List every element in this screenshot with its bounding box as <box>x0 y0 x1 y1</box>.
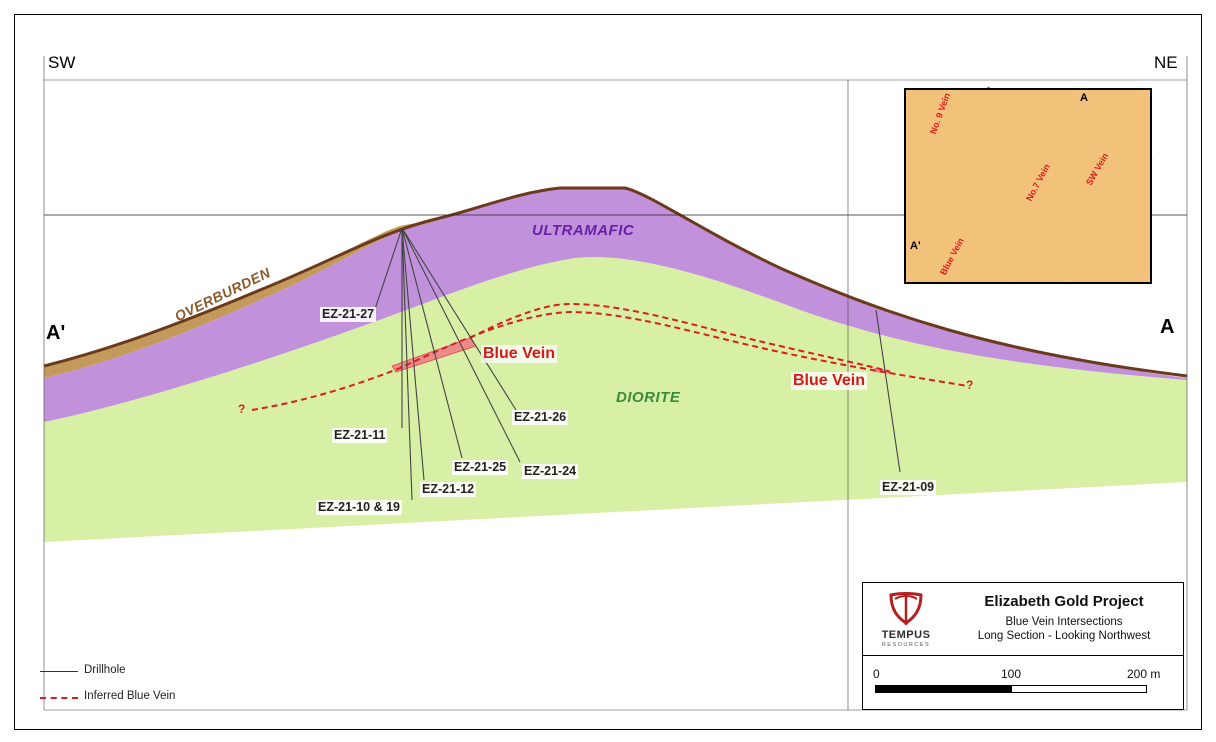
pickaxe-icon <box>889 592 923 625</box>
orientation-ne: NE <box>1154 53 1178 72</box>
map-frame <box>14 14 1202 730</box>
scale-label-min: 0 <box>873 667 880 681</box>
drillholes <box>371 227 901 501</box>
logo-wordmark: TEMPUS <box>881 629 931 641</box>
inset-label-no9-vein: No. 9 Vein <box>928 91 953 136</box>
drillhole-label: EZ-21-24 <box>522 464 579 479</box>
inset-label-blue-vein: Blue Vein <box>938 236 966 277</box>
inset-location-map: No. 9 Vein No.7 Vein SW Vein Blue Vein A… <box>904 88 1152 284</box>
blue-vein-label: Blue Vein <box>481 345 558 363</box>
drillhole-trace <box>401 227 425 481</box>
inset-label-a-prime: A' <box>910 240 921 252</box>
scale-label-max: 200 m <box>1127 667 1161 681</box>
drillhole-trace <box>371 227 403 319</box>
inset-label-no7-vein: No.7 Vein <box>1024 162 1052 203</box>
section-end-a: A <box>1160 316 1175 338</box>
drillhole-trace <box>401 227 413 501</box>
project-subtitle: Blue Vein Intersections Long Section - L… <box>949 615 1179 643</box>
drillhole-trace <box>875 309 901 473</box>
scale-label-mid: 100 <box>1001 667 1022 681</box>
drillhole-label: EZ-21-11 <box>332 428 388 443</box>
section-end-a-prime: A' <box>46 322 66 344</box>
drillhole-label: EZ-21-27 <box>320 307 377 322</box>
project-title: Elizabeth Gold Project <box>984 593 1144 610</box>
title-block: TEMPUS RESOURCES Elizabeth Gold Project … <box>862 582 1184 710</box>
inset-label-sw-vein: SW Vein <box>1084 151 1111 187</box>
inferred-blue-vein <box>251 310 969 411</box>
drillhole-label: EZ-21-12 <box>420 482 477 497</box>
scale-bar <box>875 685 1147 693</box>
drillhole-trace <box>401 227 521 463</box>
diorite-unit <box>44 257 1187 542</box>
drillhole-label: EZ-21-09 <box>880 480 937 495</box>
drillhole-label: EZ-21-25 <box>452 460 509 475</box>
inferred-blue-vein <box>469 302 891 373</box>
drillhole-trace <box>401 227 463 459</box>
uncertain-marker: ? <box>238 402 246 416</box>
legend-label: Inferred Blue Vein <box>84 690 176 702</box>
title-block-header: TEMPUS RESOURCES Elizabeth Gold Project … <box>863 583 1183 656</box>
drillhole-trace <box>401 227 517 411</box>
legend-swatch-inferred-vein <box>40 697 78 699</box>
scale-bar-segment <box>876 686 1012 692</box>
logo-subtext: RESOURCES <box>881 642 931 648</box>
drillhole-label: EZ-21-10 & 19 <box>316 500 402 515</box>
drillhole-label: EZ-21-26 <box>512 410 569 425</box>
legend-label: Drillhole <box>84 664 126 676</box>
inset-label-a: A <box>1080 92 1088 104</box>
unit-label-diorite: DIORITE <box>616 389 681 406</box>
unit-label-ultramafic: ULTRAMAFIC <box>532 222 635 239</box>
topography-line <box>43 186 1188 378</box>
legend-swatch-drillhole <box>40 671 78 672</box>
ultramafic-unit <box>44 188 1187 422</box>
uncertain-marker: ? <box>966 378 974 392</box>
tempus-logo: TEMPUS RESOURCES <box>871 589 941 653</box>
subtitle-line-2: Long Section - Looking Northwest <box>977 630 1151 642</box>
subtitle-line-1: Blue Vein Intersections <box>1005 616 1123 628</box>
orientation-sw: SW <box>48 53 76 72</box>
blue-vein-label: Blue Vein <box>791 372 868 390</box>
